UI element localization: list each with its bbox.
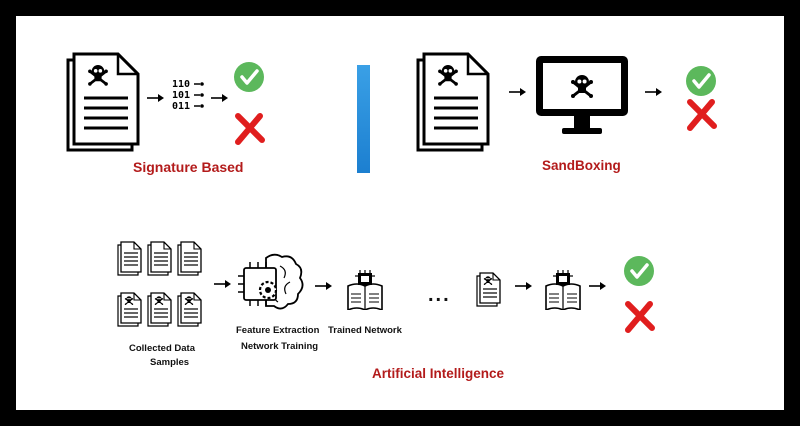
- binary-line-3: 011: [172, 101, 190, 112]
- malware-document-icon: [414, 50, 494, 156]
- collected-samples-label: Samples: [150, 357, 190, 368]
- collected-data-samples-icon: [114, 236, 210, 336]
- cross-icon: [622, 300, 656, 334]
- cross-icon: [684, 98, 718, 132]
- trained-network-label: Trained Network: [328, 325, 402, 336]
- check-icon: [684, 64, 718, 98]
- signature-based-label: Signature Based: [133, 159, 244, 175]
- trained-network-book-icon: [545, 270, 581, 310]
- arrow-right-icon: [146, 93, 165, 103]
- diagram-canvas: 110 101 011 Signature Based Sand: [16, 16, 784, 410]
- collected-data-label: Collected Data: [129, 343, 195, 354]
- malware-document-icon: [64, 50, 144, 156]
- chip-brain-icon: [238, 253, 304, 310]
- arrow-right-icon: [644, 87, 663, 97]
- ellipsis: ...: [428, 284, 451, 306]
- trained-network-book-icon: [347, 270, 383, 310]
- sandboxing-label: SandBoxing: [542, 158, 621, 173]
- arrow-right-icon: [213, 279, 232, 289]
- malware-document-icon: [474, 268, 504, 310]
- feature-extraction-label: Feature Extraction: [236, 325, 320, 336]
- arrow-right-icon: [514, 281, 533, 291]
- check-icon: [622, 254, 656, 288]
- section-divider: [357, 65, 370, 173]
- arrow-right-icon: [508, 87, 527, 97]
- monitor-skull-icon: [536, 56, 628, 134]
- binary-line-2: 101: [172, 90, 190, 101]
- binary-line-1: 110: [172, 79, 190, 90]
- binary-code-icon: 110 101 011: [172, 79, 204, 112]
- arrow-right-icon: [588, 281, 607, 291]
- network-training-label: Network Training: [241, 341, 319, 352]
- check-icon: [232, 60, 266, 94]
- artificial-intelligence-label: Artificial Intelligence: [372, 366, 505, 381]
- cross-icon: [232, 112, 266, 146]
- arrow-right-icon: [314, 281, 333, 291]
- arrow-right-icon: [210, 93, 229, 103]
